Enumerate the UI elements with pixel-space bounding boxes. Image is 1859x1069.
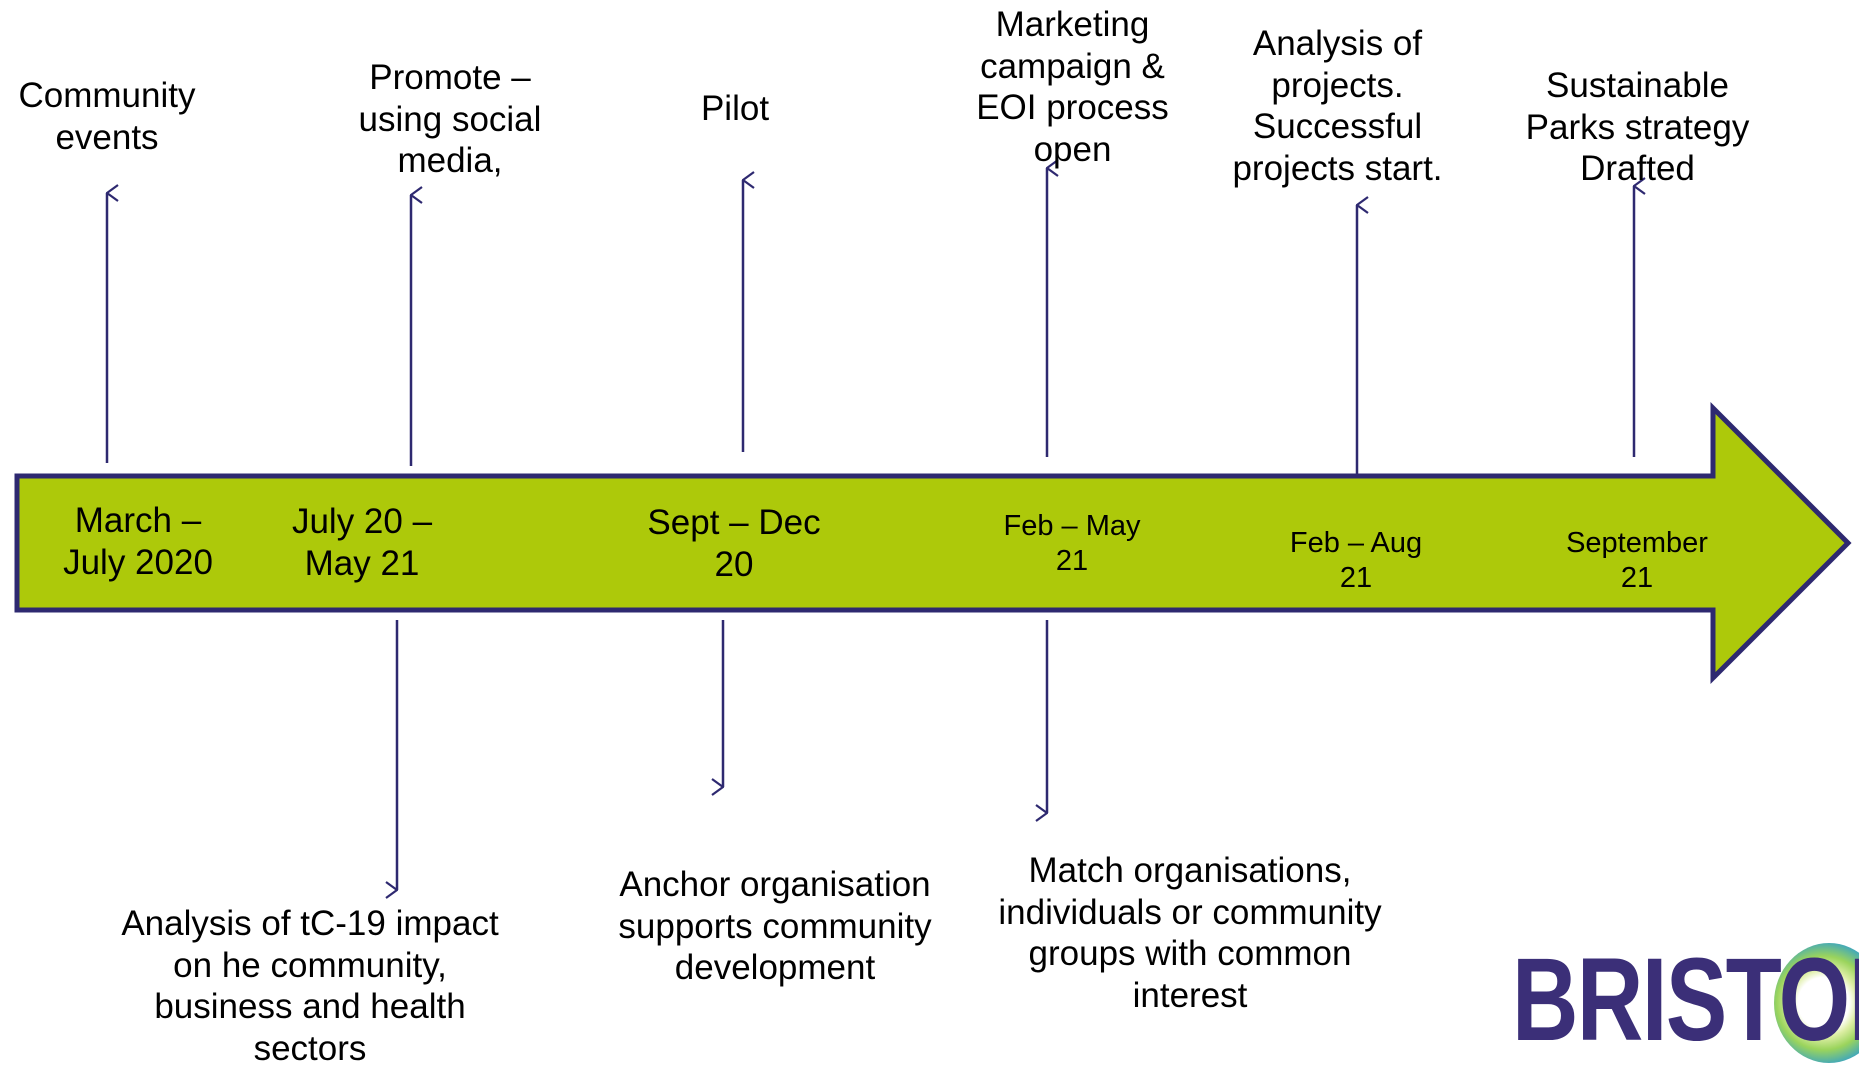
event-sustainable-parks-strategy: Sustainable Parks strategy Drafted [1525, 66, 1750, 188]
timeline-arrow [14, 401, 1852, 685]
event-analysis-c19-impact: Analysis of tC-19 impact on he community… [121, 904, 499, 1068]
date-july20-may21: July 20 – May 21 [291, 502, 433, 583]
logo-text: BRISTOL [1512, 935, 1859, 1066]
event-pilot: Pilot [700, 89, 770, 128]
date-sept-dec-20: Sept – Dec 20 [647, 503, 821, 584]
date-march-july-2020: March – July 2020 [63, 501, 213, 582]
event-community-events: Community events [18, 76, 196, 157]
bristol-logo: BRISTOL [1512, 935, 1859, 1066]
logo-splash-graphic [1774, 943, 1859, 1063]
event-promote-social-media: Promote – using social media, [358, 58, 542, 180]
event-match-organisations: Match organisations, individuals or comm… [998, 851, 1382, 1015]
date-feb-may-21: Feb – May 21 [1003, 510, 1141, 577]
date-september-21: September 21 [1566, 527, 1708, 594]
event-anchor-organisation: Anchor organisation supports community d… [618, 865, 932, 987]
event-marketing-campaign: Marketing campaign & EOI process open [976, 5, 1169, 169]
event-analysis-of-projects: Analysis of projects. Successful project… [1232, 24, 1443, 188]
date-feb-aug-21: Feb – Aug 21 [1289, 527, 1423, 594]
